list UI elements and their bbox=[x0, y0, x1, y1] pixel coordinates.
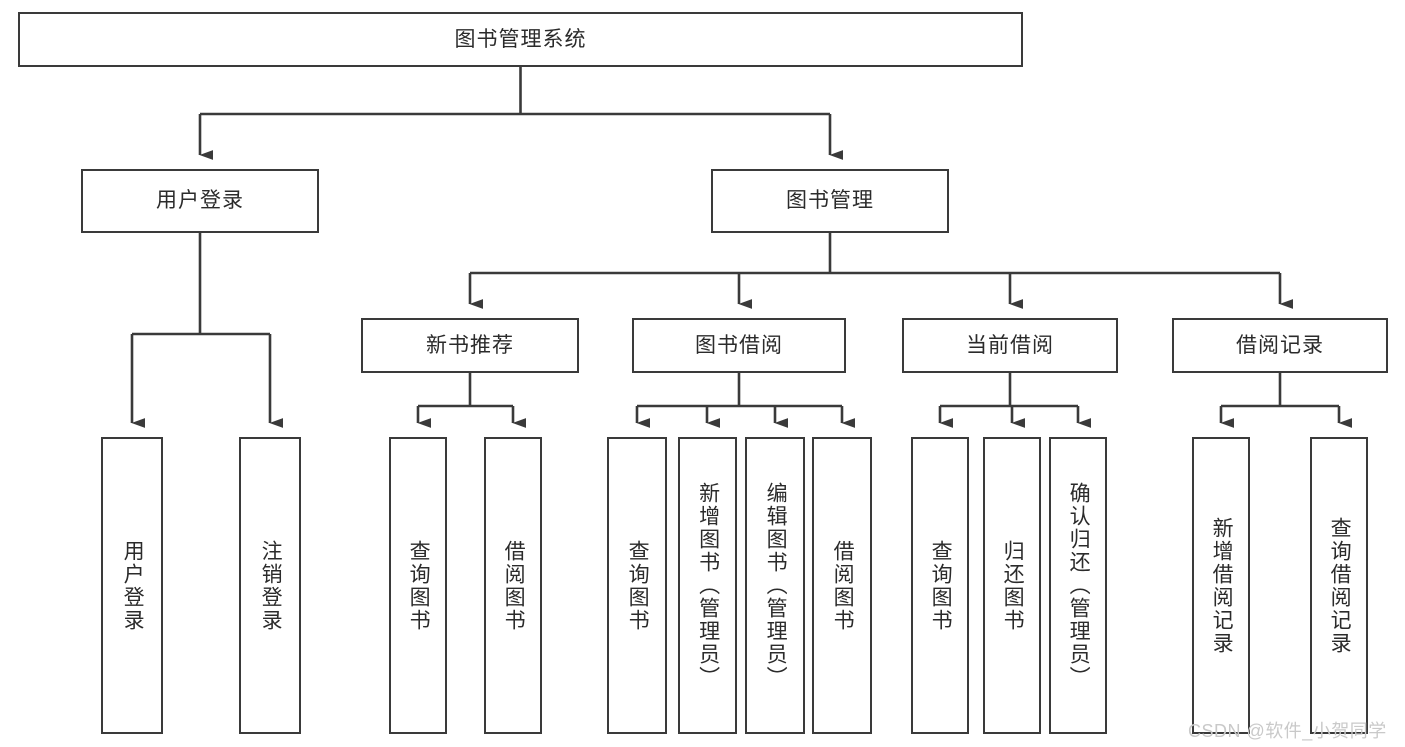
node-book-borrow-label: 图书借阅 bbox=[695, 333, 783, 357]
leaf-logout[interactable]: 注销登录 bbox=[239, 437, 301, 734]
leaf-borrow-book-recommend-label: 借阅图书 bbox=[502, 539, 526, 632]
leaf-borrow-book-label: 借阅图书 bbox=[831, 539, 855, 632]
leaf-user-login[interactable]: 用户登录 bbox=[101, 437, 163, 734]
leaf-logout-label: 注销登录 bbox=[259, 539, 283, 632]
leaf-user-login-label: 用户登录 bbox=[121, 539, 145, 632]
leaf-query-book-borrow[interactable]: 查询图书 bbox=[607, 437, 667, 734]
leaf-edit-book-admin[interactable]: 编辑图书（管理员） bbox=[745, 437, 805, 734]
leaf-query-book-borrow-label: 查询图书 bbox=[626, 539, 650, 632]
node-new-book-recommend[interactable]: 新书推荐 bbox=[361, 318, 579, 373]
leaf-confirm-return-admin-label: 确认归还（管理员） bbox=[1067, 482, 1091, 689]
leaf-return-book[interactable]: 归还图书 bbox=[983, 437, 1041, 734]
node-book-borrow[interactable]: 图书借阅 bbox=[632, 318, 846, 373]
leaf-return-book-label: 归还图书 bbox=[1001, 539, 1025, 632]
node-borrow-record-label: 借阅记录 bbox=[1236, 333, 1324, 357]
node-current-borrow[interactable]: 当前借阅 bbox=[902, 318, 1118, 373]
leaf-query-borrow-record-label: 查询借阅记录 bbox=[1328, 516, 1352, 655]
node-root-label: 图书管理系统 bbox=[454, 27, 587, 51]
node-borrow-record[interactable]: 借阅记录 bbox=[1172, 318, 1388, 373]
leaf-borrow-book-recommend[interactable]: 借阅图书 bbox=[484, 437, 542, 734]
node-root[interactable]: 图书管理系统 bbox=[18, 12, 1023, 67]
node-book-management-label: 图书管理 bbox=[786, 189, 874, 213]
leaf-add-borrow-record[interactable]: 新增借阅记录 bbox=[1192, 437, 1250, 734]
leaf-edit-book-admin-label: 编辑图书（管理员） bbox=[764, 482, 788, 689]
leaf-query-book-recommend[interactable]: 查询图书 bbox=[389, 437, 447, 734]
node-book-management[interactable]: 图书管理 bbox=[711, 169, 949, 233]
node-user-login-label: 用户登录 bbox=[156, 189, 244, 213]
leaf-confirm-return-admin[interactable]: 确认归还（管理员） bbox=[1049, 437, 1107, 734]
leaf-query-borrow-record[interactable]: 查询借阅记录 bbox=[1310, 437, 1368, 734]
leaf-add-book-admin-label: 新增图书（管理员） bbox=[696, 482, 720, 689]
leaf-borrow-book[interactable]: 借阅图书 bbox=[812, 437, 872, 734]
leaf-query-book-current[interactable]: 查询图书 bbox=[911, 437, 969, 734]
leaf-query-book-recommend-label: 查询图书 bbox=[407, 539, 431, 632]
csdn-watermark: CSDN @软件_小贺同学 bbox=[1188, 721, 1387, 741]
node-new-book-recommend-label: 新书推荐 bbox=[426, 333, 514, 357]
leaf-add-book-admin[interactable]: 新增图书（管理员） bbox=[678, 437, 737, 734]
node-current-borrow-label: 当前借阅 bbox=[966, 333, 1054, 357]
leaf-query-book-current-label: 查询图书 bbox=[929, 539, 953, 632]
node-user-login[interactable]: 用户登录 bbox=[81, 169, 319, 233]
leaf-add-borrow-record-label: 新增借阅记录 bbox=[1210, 516, 1234, 655]
